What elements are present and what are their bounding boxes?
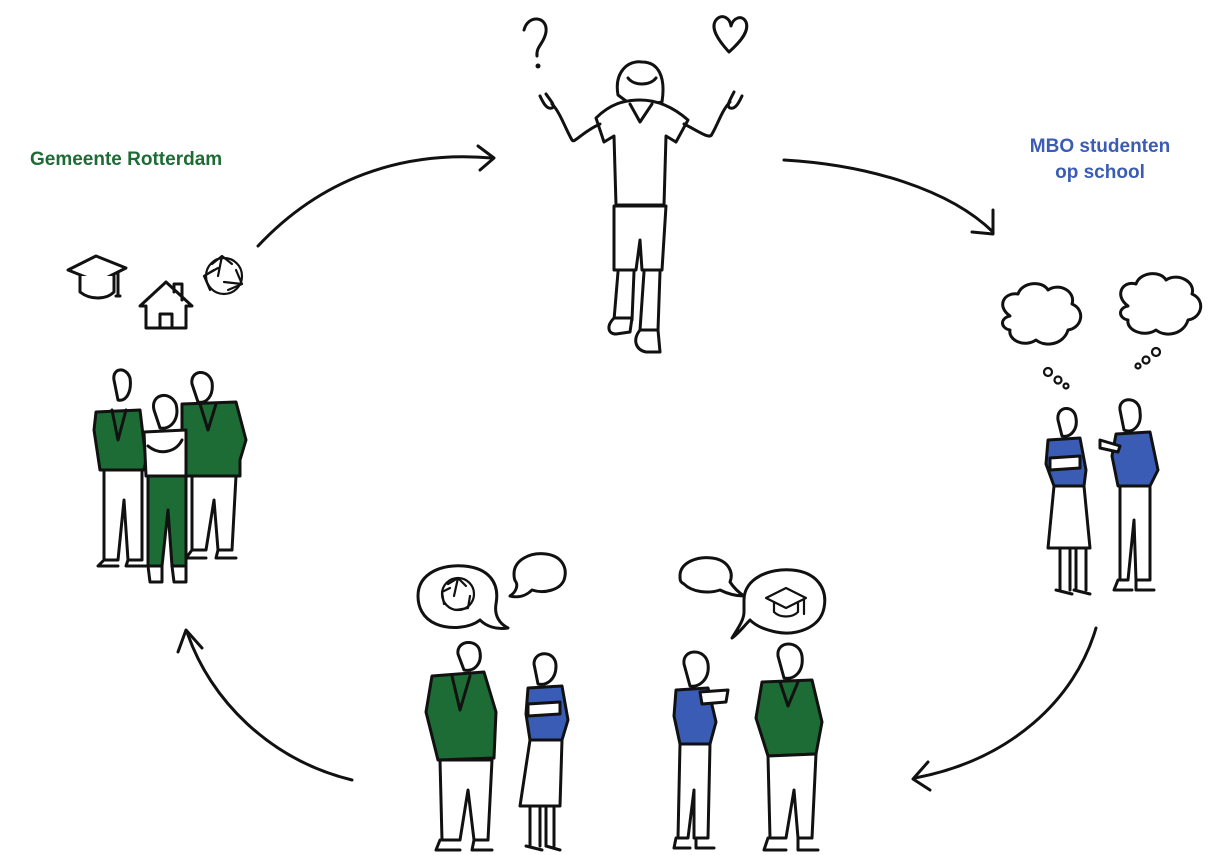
heart-icon	[712, 15, 749, 54]
label-mbo-studenten: MBO studenten op school	[1000, 134, 1200, 186]
gemeente-group	[92, 368, 248, 584]
question-mark-icon	[522, 17, 548, 69]
shrugging-student	[538, 60, 744, 354]
house-icon	[138, 280, 194, 330]
speech-bubble-icon	[678, 556, 746, 598]
graduation-cap-icon	[66, 254, 128, 300]
recycle-icon	[202, 254, 244, 296]
speech-bubble-icon	[508, 552, 567, 599]
bottom-pair-left	[424, 641, 570, 852]
recycle-icon	[440, 576, 476, 612]
bottom-pair-right	[672, 642, 824, 852]
speech-bubble-graduation	[730, 568, 827, 640]
students-group	[1044, 398, 1160, 596]
label-mbo-line1: MBO studenten	[1029, 136, 1171, 157]
thought-cloud-icon	[1119, 272, 1203, 370]
speech-bubble-recycle	[416, 564, 510, 630]
arrow-top-right	[782, 158, 995, 236]
graduation-cap-icon	[764, 586, 808, 618]
arrow-bottom-left	[176, 628, 354, 782]
thought-cloud-icon	[1001, 282, 1083, 390]
arrow-bottom-right	[911, 626, 1098, 792]
label-gemeente-rotterdam: Gemeente Rotterdam	[30, 149, 223, 170]
arrow-top-left	[256, 144, 496, 248]
label-mbo-line2: op school	[1055, 162, 1145, 183]
